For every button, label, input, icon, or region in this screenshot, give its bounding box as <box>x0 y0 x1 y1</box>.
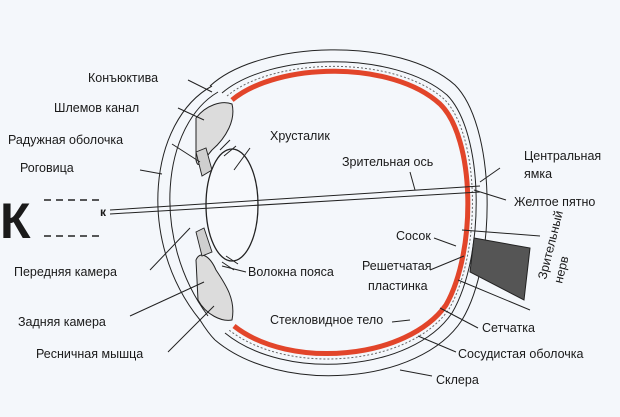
visual-axis-line <box>109 185 481 211</box>
label-central-fovea-1: Центральная <box>524 149 601 163</box>
optic-nerve-sheath <box>457 229 541 311</box>
label-posterior-chamber: Задняя камера <box>18 315 106 329</box>
image-letter: к <box>100 205 107 219</box>
label-iris: Радужная оболочка <box>8 133 123 147</box>
label-zonular-fibers: Волокна пояса <box>248 265 334 279</box>
zonular-fibers <box>219 139 239 271</box>
object-letter: К <box>0 193 31 249</box>
label-macula: Желтое пятно <box>514 195 595 209</box>
label-lens: Хрусталик <box>270 129 330 143</box>
label-central-fovea-2: ямка <box>524 167 552 181</box>
lens-shape <box>205 148 259 262</box>
label-schlemm-canal: Шлемов канал <box>54 101 139 115</box>
optic-nerve-shape <box>469 237 531 301</box>
label-ciliary-muscle: Ресничная мышца <box>36 347 143 361</box>
cornea-inner <box>169 91 219 317</box>
label-optic-disc: Сосок <box>396 229 431 243</box>
label-optic-nerve-2: нерв <box>551 254 571 284</box>
ciliary-lower <box>195 254 234 321</box>
sclera-inner <box>221 61 477 365</box>
leader-lines <box>129 79 507 377</box>
label-cribriform-2: пластинка <box>368 279 428 293</box>
label-cribriform-1: Решетчатая <box>362 259 432 273</box>
choroid-line <box>226 65 473 360</box>
label-sclera: Склера <box>436 373 479 387</box>
label-retina: Сетчатка <box>482 321 535 335</box>
retina-band <box>230 68 471 357</box>
cornea-outer <box>157 85 216 341</box>
label-visual-axis: Зрительная ось <box>342 155 433 169</box>
sclera-outline <box>209 49 488 377</box>
label-vitreous-body: Стекловидное тело <box>270 313 383 327</box>
iris-lower <box>195 227 213 257</box>
label-choroid: Сосудистая оболочка <box>458 347 584 361</box>
label-anterior-chamber: Передняя камера <box>14 265 117 279</box>
optical-axis-line <box>109 191 481 215</box>
label-conjunctiva: Конъюктива <box>88 71 158 85</box>
label-cornea: Роговица <box>20 161 74 175</box>
